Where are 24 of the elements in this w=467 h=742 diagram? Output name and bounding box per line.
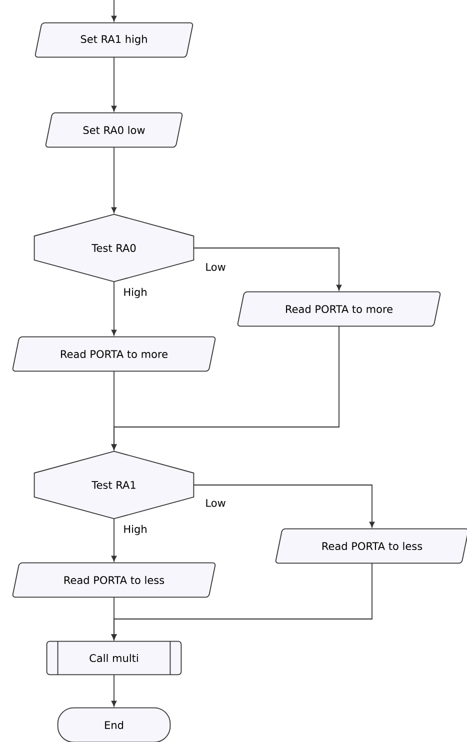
arrow xyxy=(111,674,117,707)
arrow xyxy=(111,281,117,336)
parallelogram-box: Read PORTA to more xyxy=(12,336,216,372)
arrow xyxy=(111,146,117,214)
decision-hexagon: Test RA0 xyxy=(34,214,194,282)
subroutine-box: Call multi xyxy=(46,640,182,676)
arrow xyxy=(111,0,117,22)
edge-label: Low xyxy=(204,498,227,508)
parallelogram-box: Read PORTA to more xyxy=(237,291,441,327)
edge-label: High xyxy=(122,524,148,536)
arrow xyxy=(193,484,375,528)
arrow xyxy=(111,56,117,112)
parallelogram-box: Set RA0 low xyxy=(45,112,183,148)
arrow xyxy=(111,518,117,562)
arrow xyxy=(111,326,340,450)
arrow xyxy=(193,248,342,291)
terminal-box: End xyxy=(57,707,171,742)
edge-label: Low xyxy=(204,262,227,272)
decision-hexagon: Test RA1 xyxy=(34,450,194,520)
parallelogram-box: Set RA1 high xyxy=(34,22,194,58)
edge-label: High xyxy=(122,286,148,300)
parallelogram-box: Read PORTA to less xyxy=(275,528,467,564)
arrow xyxy=(111,562,372,640)
parallelogram-box: Read PORTA to less xyxy=(12,562,216,598)
